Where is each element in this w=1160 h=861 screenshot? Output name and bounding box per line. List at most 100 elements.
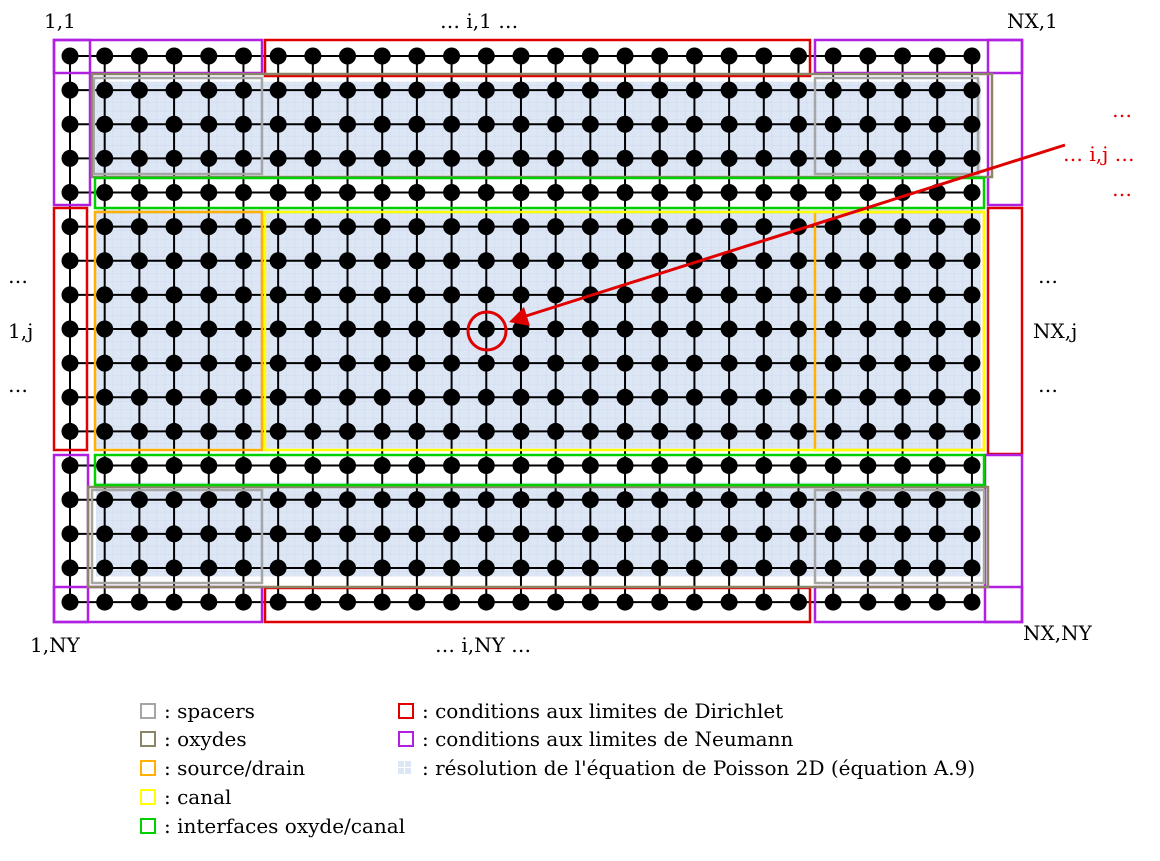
- grid-node: [96, 457, 114, 475]
- grid-node: [408, 320, 426, 338]
- grid-node: [96, 388, 114, 406]
- grid-node: [61, 559, 79, 577]
- grid-node: [963, 252, 981, 270]
- grid-node: [339, 422, 357, 440]
- grid-node: [200, 559, 218, 577]
- grid-node: [373, 320, 391, 338]
- grid-node: [963, 457, 981, 475]
- grid-node: [928, 457, 946, 475]
- grid-node: [512, 354, 530, 372]
- grid-node: [789, 320, 807, 338]
- grid-node: [512, 81, 530, 99]
- grid-node: [651, 525, 669, 543]
- grid-node: [165, 81, 183, 99]
- grid-node: [859, 252, 877, 270]
- grid-node: [96, 525, 114, 543]
- grid-node: [720, 218, 738, 236]
- grid-node: [685, 593, 703, 611]
- grid-node: [928, 525, 946, 543]
- grid-node: [61, 593, 79, 611]
- grid-node: [443, 218, 461, 236]
- grid-node: [789, 388, 807, 406]
- grid-node: [963, 218, 981, 236]
- grid-node: [269, 81, 287, 99]
- grid-node: [651, 593, 669, 611]
- grid-node: [200, 184, 218, 202]
- grid-node: [130, 422, 148, 440]
- grid-node: [443, 422, 461, 440]
- grid-node: [512, 115, 530, 133]
- neumann-top-left-outline-vertical: [52, 38, 92, 207]
- grid-node: [443, 354, 461, 372]
- grid-node: [928, 286, 946, 304]
- label-point-dots-top: …: [1112, 98, 1132, 122]
- grid-node: [894, 252, 912, 270]
- label-top-middle: … i,1 …: [440, 9, 518, 33]
- grid-node: [96, 491, 114, 509]
- grid-node: [200, 286, 218, 304]
- grid-node: [547, 252, 565, 270]
- grid-node: [685, 149, 703, 167]
- grid-node: [824, 184, 842, 202]
- grid-node: [304, 354, 322, 372]
- grid-node: [477, 457, 495, 475]
- grid-node: [373, 559, 391, 577]
- grid-node: [165, 559, 183, 577]
- grid-node: [720, 354, 738, 372]
- grid-node: [200, 149, 218, 167]
- grid-node: [755, 252, 773, 270]
- grid-node: [96, 320, 114, 338]
- grid-node: [165, 252, 183, 270]
- grid-node: [165, 47, 183, 65]
- grid-node: [616, 218, 634, 236]
- grid-node: [165, 320, 183, 338]
- grid-node: [165, 388, 183, 406]
- grid-node: [755, 593, 773, 611]
- grid-node: [651, 457, 669, 475]
- grid-node: [581, 115, 599, 133]
- grid-node: [373, 422, 391, 440]
- grid-node: [720, 388, 738, 406]
- grid-node: [755, 422, 773, 440]
- grid-node: [304, 252, 322, 270]
- grid-node: [859, 115, 877, 133]
- grid-node: [755, 525, 773, 543]
- label-left-middle: 1,j: [8, 319, 33, 343]
- grid-node: [928, 149, 946, 167]
- grid-node: [200, 388, 218, 406]
- grid-node: [685, 115, 703, 133]
- grid-node: [443, 593, 461, 611]
- grid-node: [339, 525, 357, 543]
- grid-node: [581, 252, 599, 270]
- grid-node: [61, 81, 79, 99]
- grid-node: [789, 115, 807, 133]
- grid-node: [269, 354, 287, 372]
- grid-node: [824, 47, 842, 65]
- grid-node: [859, 320, 877, 338]
- grid-node: [234, 491, 252, 509]
- grid-node: [894, 457, 912, 475]
- grid-node: [651, 218, 669, 236]
- grid-node: [963, 559, 981, 577]
- grid-node: [651, 320, 669, 338]
- labels: 1,1 … i,1 … NX,1 … 1,j … … NX,j … 1,NY ……: [8, 9, 1135, 657]
- grid-node: [928, 388, 946, 406]
- grid-node: [477, 115, 495, 133]
- grid-node: [165, 491, 183, 509]
- grid-node: [824, 218, 842, 236]
- grid-node: [408, 47, 426, 65]
- grid-node: [234, 422, 252, 440]
- label-right-dots-bottom: …: [1038, 373, 1058, 397]
- grid-node: [616, 491, 634, 509]
- grid-node: [928, 422, 946, 440]
- grid-node: [755, 47, 773, 65]
- oxydes-bottom-outline: [86, 485, 990, 589]
- dirichlet-right-outline: [986, 206, 1024, 456]
- grid-node: [894, 81, 912, 99]
- grid-node: [894, 354, 912, 372]
- grid-node: [547, 286, 565, 304]
- grid-node: [443, 184, 461, 202]
- grid-node: [408, 115, 426, 133]
- grid-node: [581, 354, 599, 372]
- grid-node: [616, 252, 634, 270]
